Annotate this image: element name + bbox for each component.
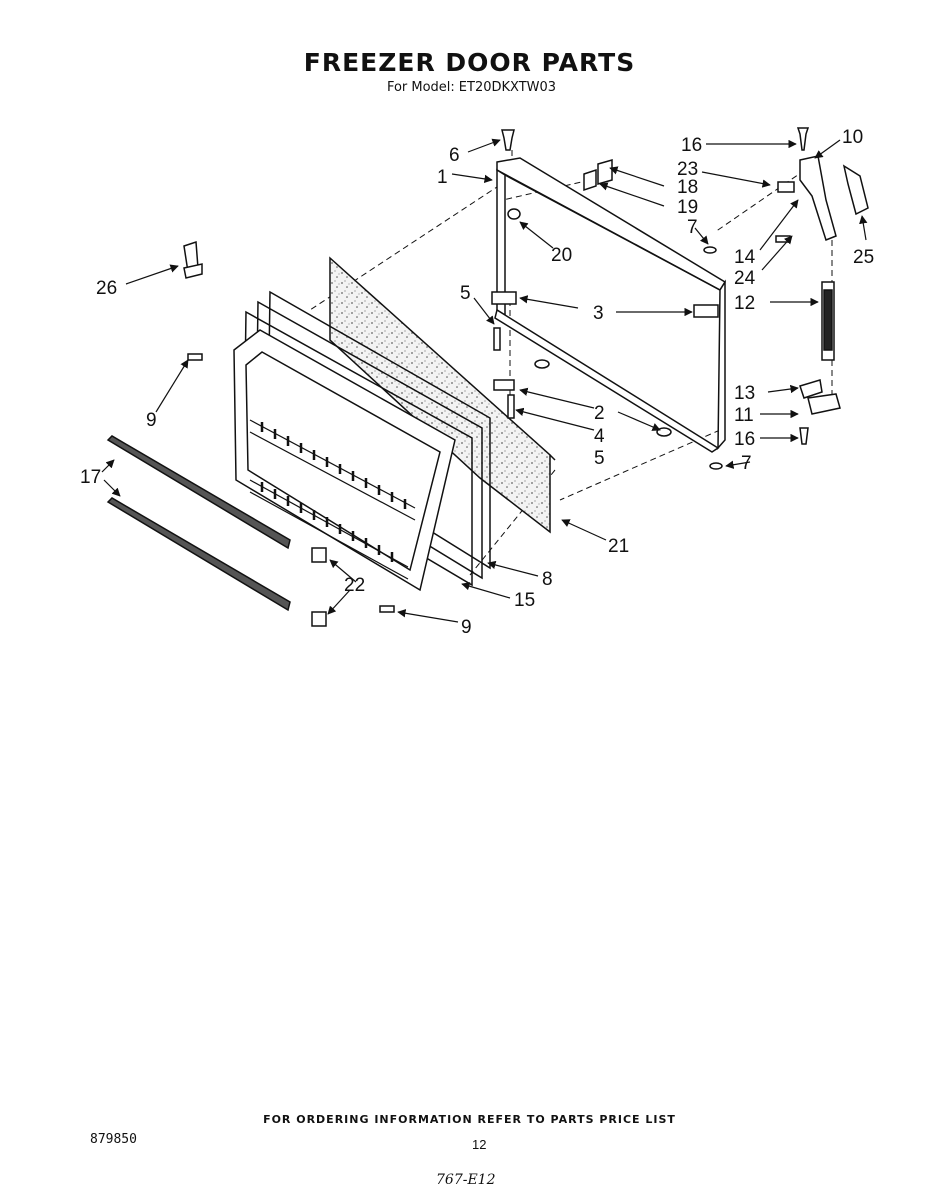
callout: 10 [842, 127, 863, 148]
callout: 22 [344, 575, 365, 596]
handwritten-note: 767-E12 [436, 1172, 496, 1188]
screw-9 [187, 353, 395, 613]
callout: 2 [594, 403, 605, 424]
callout: 14 [734, 247, 756, 268]
ordering-note: FOR ORDERING INFORMATION REFER TO PARTS … [263, 1113, 676, 1126]
model-number: ET20DKXTW03 [458, 80, 557, 95]
callout: 13 [734, 383, 755, 404]
callout: 17 [80, 467, 101, 488]
small-bracket-26 [183, 240, 203, 279]
callout-labels: 6 1 16 10 23 18 19 7 20 14 24 25 26 5 3 … [80, 127, 874, 638]
callout: 3 [593, 303, 604, 324]
callout: 4 [594, 426, 605, 447]
callout: 23 [677, 159, 698, 180]
small-screws [493, 127, 810, 470]
callout: 24 [734, 268, 756, 289]
rail-end-caps [311, 547, 327, 627]
page-title: FREEZER DOOR PARTS [303, 48, 636, 77]
model-prefix: For Model: [386, 80, 455, 95]
callout: 7 [687, 217, 698, 238]
callout: 9 [461, 617, 472, 638]
inner-door-liner [233, 329, 456, 592]
lower-hinge [799, 379, 841, 415]
callout: 8 [542, 569, 553, 590]
callout: 7 [741, 453, 752, 474]
hinge-pin-12 [821, 281, 835, 361]
page-number: 12 [472, 1137, 487, 1152]
callout: 16 [734, 429, 755, 450]
callout: 16 [681, 135, 702, 156]
callout: 15 [514, 590, 535, 611]
leader-lines [101, 138, 868, 623]
callout: 5 [594, 448, 605, 469]
callout: 20 [551, 245, 572, 266]
callout: 12 [734, 293, 755, 314]
callout: 26 [96, 278, 117, 299]
callout: 18 [677, 177, 698, 198]
document-number: 879850 [90, 1132, 137, 1147]
callout: 5 [460, 283, 471, 304]
shelf-rails [106, 435, 291, 612]
callout: 6 [449, 145, 460, 166]
upper-hinge [799, 155, 869, 241]
callout: 11 [734, 405, 754, 426]
outer-door-frame [491, 157, 727, 453]
callout: 21 [608, 536, 629, 557]
callout: 1 [437, 167, 448, 188]
callout: 19 [677, 197, 698, 218]
callout: 25 [853, 247, 874, 268]
model-subtitle: For Model:ET20DKXTW03 [0, 80, 939, 95]
callout: 9 [146, 410, 157, 431]
